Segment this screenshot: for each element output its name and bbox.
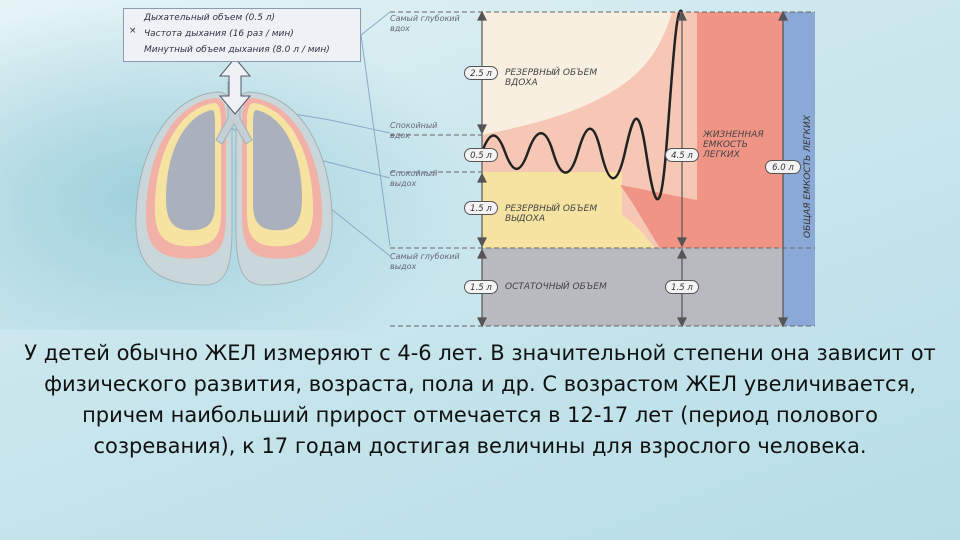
airflow-arrow-icon xyxy=(218,57,252,115)
breathing-legend: × Дыхательный объем (0.5 л) Частота дыха… xyxy=(123,8,361,62)
zone-total-capacity: ОБЩАЯ ЕМКОСТЬ ЛЕГКИХ xyxy=(803,115,813,238)
badge-expiratory-reserve: 1.5 л xyxy=(464,201,498,215)
legend-minute-volume: Минутный объем дыхания (8.0 л / мин) xyxy=(144,45,330,55)
caption-text: У детей обычно ЖЕЛ измеряют с 4-6 лет. В… xyxy=(24,341,936,458)
volume-chart xyxy=(390,9,815,328)
legend-symbol: × xyxy=(129,26,137,36)
badge-vital-capacity: 4.5 л xyxy=(665,148,699,162)
badge-residual-volume: 1.5 л xyxy=(464,280,498,294)
lungs-illustration xyxy=(135,81,333,286)
zone-vital-capacity: ЖИЗНЕННАЯ ЕМКОСТЬ ЛЕГКИХ xyxy=(703,130,764,160)
zone-residual-volume: ОСТАТОЧНЫЙ ОБЪЕМ xyxy=(505,282,607,292)
zone-expiratory-reserve: РЕЗЕРВНЫЙ ОБЪЕМ ВЫДОХА xyxy=(505,204,598,224)
legend-tidal-volume: Дыхательный объем (0.5 л) xyxy=(144,13,276,23)
legend-breath-rate: Частота дыхания (16 раз / мин) xyxy=(144,29,294,39)
badge-total-capacity: 6.0 л xyxy=(765,160,801,174)
label-deepest-exhale: Самый глубокий выдох xyxy=(390,252,460,271)
badge-residual-volume-right: 1.5 л xyxy=(665,280,699,294)
label-calm-inhale: Спокойный вдох xyxy=(390,121,438,140)
badge-inspiratory-reserve: 2.5 л xyxy=(464,66,498,80)
zone-inspiratory-reserve: РЕЗЕРВНЫЙ ОБЪЕМ ВДОХА xyxy=(505,68,598,88)
lung-volume-diagram xyxy=(135,9,815,328)
label-calm-exhale: Спокойный выдох xyxy=(390,169,438,188)
badge-tidal-volume: 0.5 л xyxy=(464,148,498,162)
label-deepest-inhale: Самый глубокий вдох xyxy=(390,14,460,33)
